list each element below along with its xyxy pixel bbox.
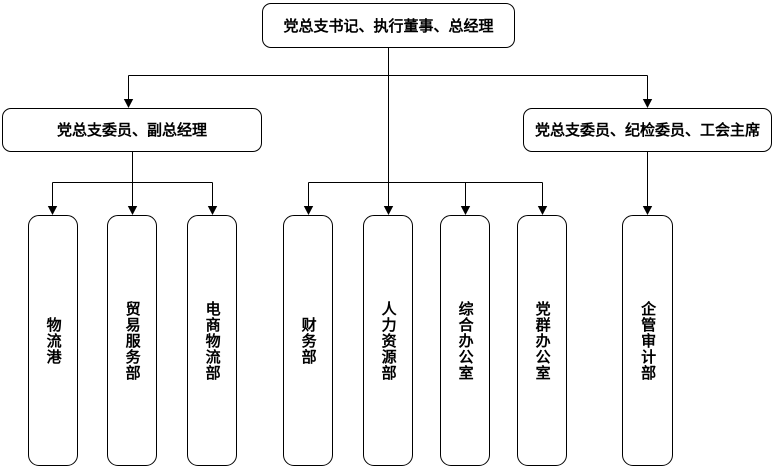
node-dept-logistics-port[interactable]: 物流港 <box>28 215 78 466</box>
node-label: 物流港 <box>44 316 63 365</box>
arrowhead-dept4 <box>303 206 314 215</box>
node-label: 贸易服务部 <box>123 300 142 381</box>
node-label: 企管审计部 <box>639 300 658 381</box>
node-label: 电商物流部 <box>203 300 222 381</box>
arrowhead-dept2 <box>127 206 138 215</box>
arrowhead-mid-left <box>123 99 134 108</box>
arrowhead-dept1 <box>47 206 58 215</box>
node-label: 人力资源部 <box>379 300 398 381</box>
node-top-party-secretary[interactable]: 党总支书记、执行董事、总经理 <box>262 3 515 48</box>
arrowhead-dept5 <box>383 206 394 215</box>
node-dept-general-office[interactable]: 综合办公室 <box>440 215 490 466</box>
node-dept-party-mass-office[interactable]: 党群办公室 <box>517 215 567 466</box>
arrowhead-dept6 <box>460 206 471 215</box>
node-deputy-general-manager[interactable]: 党总支委员、副总经理 <box>2 108 262 152</box>
node-dept-ecommerce-logistics[interactable]: 电商物流部 <box>187 215 237 466</box>
arrowhead-dept8 <box>642 206 653 215</box>
arrowhead-mid-right <box>642 99 653 108</box>
node-label: 党群办公室 <box>533 300 552 381</box>
node-label: 财务部 <box>299 316 318 365</box>
node-dept-enterprise-audit[interactable]: 企管审计部 <box>622 215 673 466</box>
node-label: 综合办公室 <box>456 300 475 381</box>
node-dept-trade-service[interactable]: 贸易服务部 <box>107 215 157 466</box>
node-discipline-union-chair[interactable]: 党总支委员、纪检委员、工会主席 <box>523 108 772 152</box>
arrowhead-dept3 <box>207 206 218 215</box>
arrowhead-dept7 <box>537 206 548 215</box>
node-dept-human-resources[interactable]: 人力资源部 <box>363 215 413 466</box>
node-dept-finance[interactable]: 财务部 <box>283 215 333 466</box>
